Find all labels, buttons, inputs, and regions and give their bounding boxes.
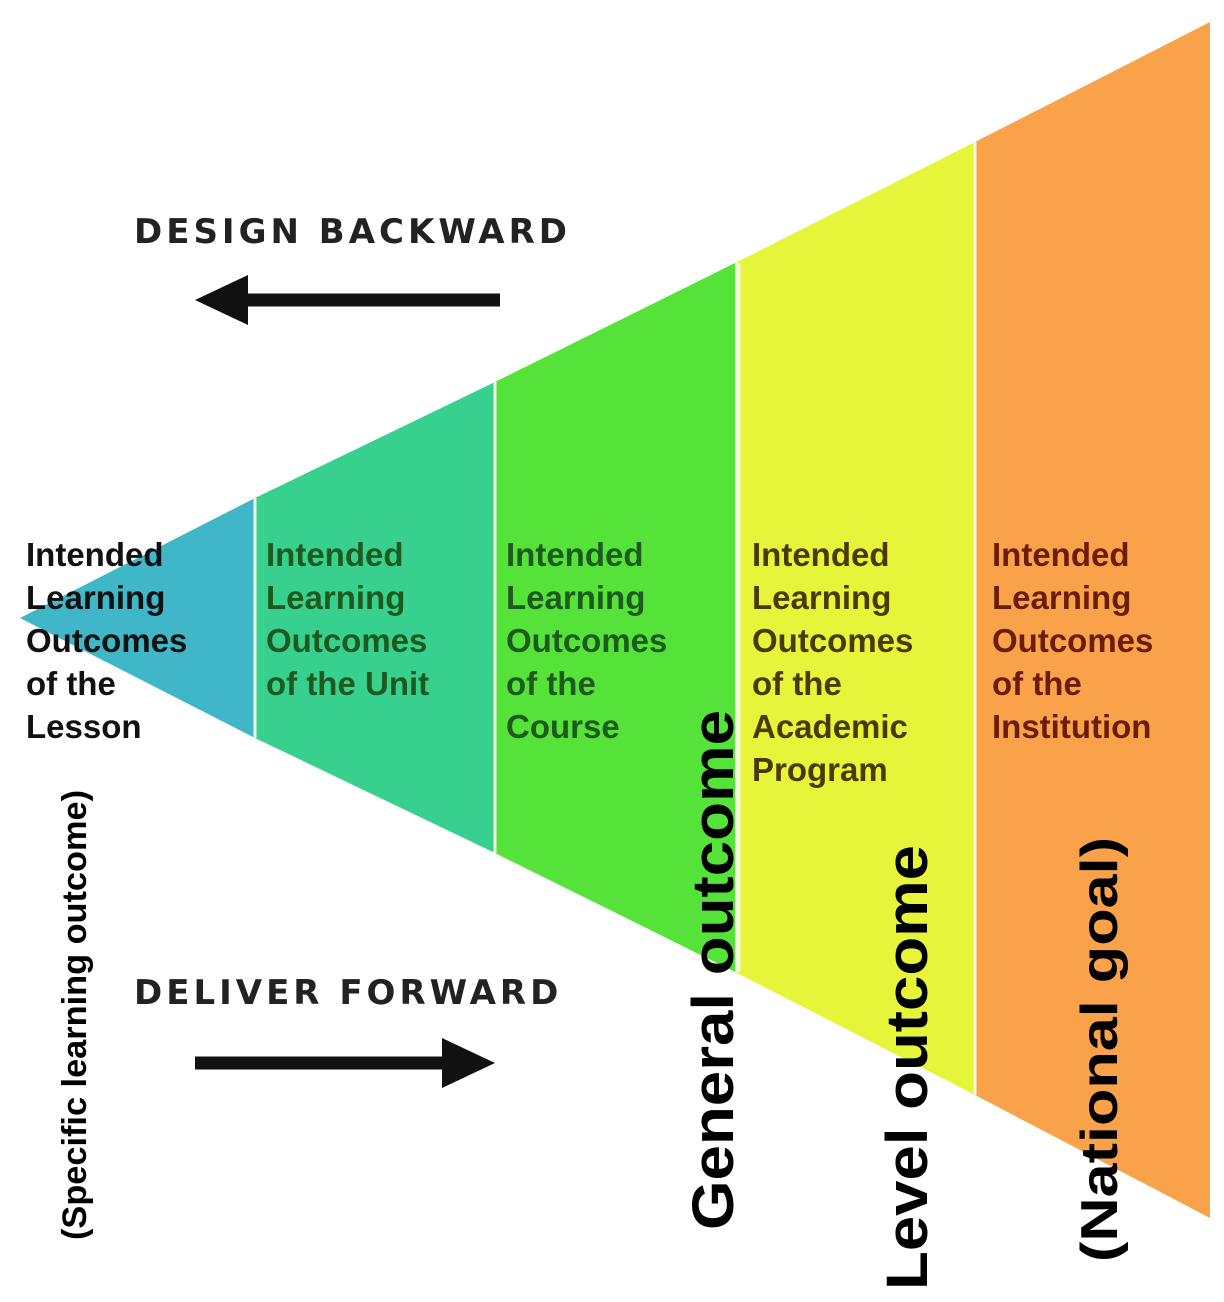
band-text-line: Learning bbox=[26, 579, 165, 616]
band-text-line: Outcomes bbox=[992, 622, 1153, 659]
band-text-line: Learning bbox=[506, 579, 645, 616]
band-text-line: of the bbox=[506, 665, 596, 702]
design-backward-label: DESIGN BACKWARD bbox=[134, 212, 571, 252]
band-text-line: Lesson bbox=[26, 708, 142, 745]
band-text-line: of the Unit bbox=[266, 665, 429, 702]
band-unit bbox=[255, 382, 495, 853]
general-outcome-label: General outcome bbox=[681, 710, 746, 1230]
band-text-line: Learning bbox=[752, 579, 891, 616]
arrow-left-icon bbox=[195, 275, 500, 325]
band-text-line: Program bbox=[752, 751, 888, 788]
band-course bbox=[495, 263, 735, 972]
band-text-line: of the bbox=[26, 665, 116, 702]
band-lesson bbox=[20, 498, 255, 738]
band-institution bbox=[975, 22, 1210, 1218]
band-text-line: Intended bbox=[506, 536, 644, 573]
band-text-line: of the bbox=[752, 665, 842, 702]
band-text-line: Learning bbox=[266, 579, 405, 616]
band-text-line: Outcomes bbox=[26, 622, 187, 659]
specific-outcome-label: (Specific learning outcome) bbox=[56, 790, 94, 1240]
band-text-line: Academic bbox=[752, 708, 908, 745]
band-text-line: Intended bbox=[752, 536, 890, 573]
band-text-line: Outcomes bbox=[266, 622, 427, 659]
band-program bbox=[735, 142, 975, 1095]
level-outcome-label: Level outcome bbox=[875, 845, 940, 1290]
band-text-line: Outcomes bbox=[752, 622, 913, 659]
band-text-line: Outcomes bbox=[506, 622, 667, 659]
band-text-line: Intended bbox=[26, 536, 164, 573]
band-text-line: Intended bbox=[266, 536, 404, 573]
band-text-line: Institution bbox=[992, 708, 1151, 745]
band-text-line: Learning bbox=[992, 579, 1131, 616]
arrow-right-icon bbox=[195, 1038, 495, 1088]
band-text-line: of the bbox=[992, 665, 1082, 702]
national-goal-label: (National goal) bbox=[1071, 837, 1129, 1262]
deliver-forward-label: DELIVER FORWARD bbox=[134, 973, 562, 1013]
band-text-line: Course bbox=[506, 708, 620, 745]
band-text-line: Intended bbox=[992, 536, 1130, 573]
